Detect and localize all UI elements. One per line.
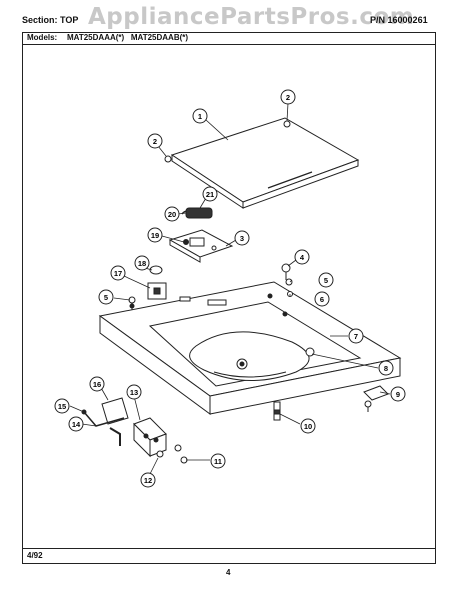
svg-text:21: 21 <box>206 190 214 199</box>
svg-text:2: 2 <box>153 137 157 146</box>
callout-9: 9 <box>390 386 406 402</box>
diagram-frame: Models: MAT25DAAA(*) MAT25DAAB(*) 4/92 <box>22 32 436 564</box>
callout-15: 15 <box>54 398 70 414</box>
top-panel <box>98 281 402 415</box>
page-number: 4 <box>226 568 231 577</box>
callout-12: 12 <box>140 472 156 488</box>
lid-part <box>170 117 360 209</box>
callout-8: 8 <box>378 360 394 376</box>
svg-text:16: 16 <box>93 380 101 389</box>
callout-7: 7 <box>348 328 364 344</box>
callout-18: 18 <box>134 255 150 271</box>
svg-text:10: 10 <box>304 422 312 431</box>
footer-bar: 4/92 <box>23 548 435 563</box>
svg-text:15: 15 <box>58 402 66 411</box>
callout-5-right: 5 <box>318 272 334 288</box>
models-value: MAT25DAAA(*) MAT25DAAB(*) <box>67 33 189 42</box>
svg-text:4: 4 <box>300 253 305 262</box>
hinge-pin <box>273 401 281 421</box>
svg-text:7: 7 <box>354 332 358 341</box>
models-label: Models: <box>27 33 58 42</box>
svg-text:2: 2 <box>286 93 290 102</box>
callout-14: 14 <box>68 416 84 432</box>
svg-text:11: 11 <box>214 457 222 466</box>
left-screw <box>128 296 136 310</box>
section-label: Section: TOP <box>22 15 79 25</box>
footer-date: 4/92 <box>27 551 43 560</box>
callouts: 1 2 2 3 4 5 5 6 7 8 9 10 11 12 13 14 15 … <box>54 89 406 488</box>
callout-16: 16 <box>89 376 105 392</box>
corner-bracket <box>363 385 389 412</box>
svg-text:5: 5 <box>324 276 328 285</box>
models-bar: Models: MAT25DAAA(*) MAT25DAAB(*) <box>23 33 435 45</box>
svg-text:13: 13 <box>130 388 138 397</box>
callout-21: 21 <box>202 186 218 202</box>
part-number: P/N 16000261 <box>370 15 428 25</box>
bumper-left <box>164 155 172 163</box>
svg-text:9: 9 <box>396 390 400 399</box>
callout-20: 20 <box>164 206 180 222</box>
hinge-bracket <box>168 229 234 263</box>
bumper-right <box>283 120 291 128</box>
switch-block <box>133 417 167 458</box>
callout-13: 13 <box>126 384 142 400</box>
svg-text:20: 20 <box>168 210 176 219</box>
svg-text:6: 6 <box>320 295 324 304</box>
svg-text:8: 8 <box>384 364 388 373</box>
callout-6: 6 <box>314 291 330 307</box>
section-value: TOP <box>60 15 79 25</box>
watermark-text: AppliancePartsPros.com <box>88 4 415 30</box>
callout-4: 4 <box>294 249 310 265</box>
lid-spring <box>181 207 213 219</box>
callout-3: 3 <box>234 230 250 246</box>
switch-lever <box>81 397 129 446</box>
lid-switch <box>147 265 167 300</box>
callout-17: 17 <box>110 265 126 281</box>
bottom-screws <box>156 444 188 464</box>
svg-text:17: 17 <box>114 269 122 278</box>
svg-text:18: 18 <box>138 259 146 268</box>
svg-text:1: 1 <box>198 112 202 121</box>
callout-5-left: 5 <box>98 289 114 305</box>
svg-text:3: 3 <box>240 234 244 243</box>
callout-2-left: 2 <box>147 133 163 149</box>
svg-text:19: 19 <box>151 231 159 240</box>
callout-1: 1 <box>192 108 208 124</box>
svg-text:12: 12 <box>144 476 152 485</box>
callout-19: 19 <box>147 227 163 243</box>
part-number-value: 16000261 <box>387 15 428 25</box>
callout-11: 11 <box>210 453 226 469</box>
svg-text:5: 5 <box>104 293 108 302</box>
svg-text:14: 14 <box>72 420 81 429</box>
callout-2: 2 <box>280 89 296 105</box>
callout-10: 10 <box>300 418 316 434</box>
